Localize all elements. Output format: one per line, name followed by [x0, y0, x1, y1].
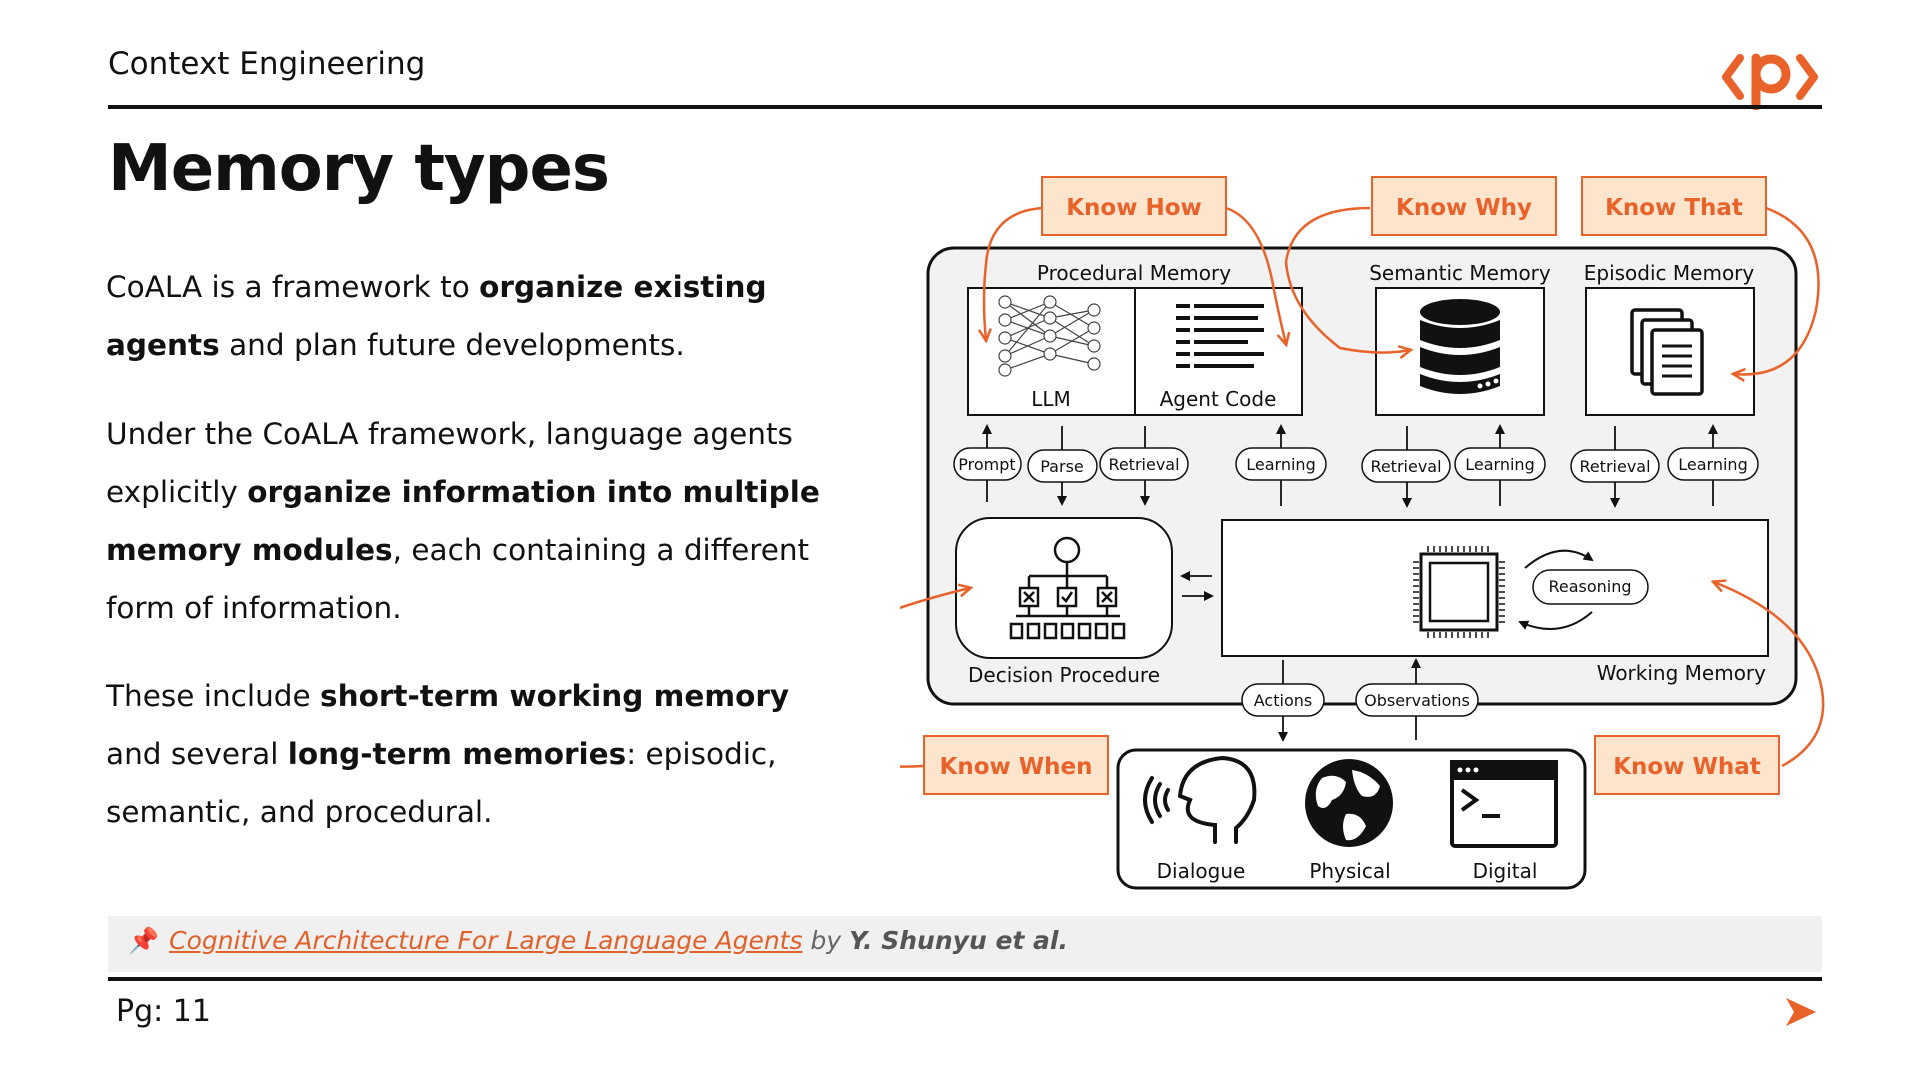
paragraph-coala-intro: CoALA is a framework to organize existin…: [106, 270, 767, 362]
reference-citation: 📌 Cognitive Architecture For Large Langua…: [128, 926, 1068, 956]
reference-by: by: [810, 926, 842, 955]
reasoning-cycle-bottom-icon: [1518, 611, 1593, 631]
svg-text:Learning: Learning: [1465, 455, 1534, 474]
packt-logo-icon[interactable]: [1722, 44, 1818, 110]
terminal-icon: [1450, 760, 1558, 848]
callout-know-how: Know How: [1041, 176, 1227, 236]
svg-text:Observations: Observations: [1364, 691, 1470, 710]
svg-text:Actions: Actions: [1254, 691, 1312, 710]
callout-know-that: Know That: [1581, 176, 1767, 236]
header-title: Context Engineering: [108, 46, 426, 82]
footer-divider: [108, 977, 1822, 981]
paragraph-memory-modules: Under the CoALA framework, language agen…: [106, 417, 820, 625]
svg-text:Parse: Parse: [1040, 457, 1084, 476]
working-memory-box: [1221, 519, 1769, 657]
svg-text:Learning: Learning: [1678, 455, 1747, 474]
reference-authors: Y. Shunyu et al.: [849, 926, 1068, 955]
know-how-arrow-llm: [984, 206, 1043, 340]
coala-diagram: Procedural Memory LLM Agent Code Semanti…: [900, 176, 1825, 890]
know-how-arrow-agent-code: [1225, 206, 1286, 344]
processor-chip-icon: [1413, 546, 1505, 638]
callout-know-why: Know Why: [1371, 176, 1557, 236]
agent-code-box: [1134, 287, 1303, 416]
pill-learning-episodic: Learning: [1667, 447, 1759, 481]
procedural-memory-label: Procedural Memory: [1037, 261, 1231, 285]
globe-icon: [1305, 759, 1393, 847]
svg-text:Retrieval: Retrieval: [1370, 457, 1441, 476]
page-number: Pg: 11: [116, 994, 211, 1029]
reference-link[interactable]: Cognitive Architecture For Large Languag…: [169, 926, 803, 955]
reasoning-pill: Reasoning: [1532, 569, 1649, 605]
reasoning-cycle-top-icon: [1524, 549, 1594, 569]
svg-text:Know That: Know That: [1605, 195, 1743, 221]
code-lines-icon: [1176, 304, 1264, 368]
chevron-right-icon[interactable]: [1782, 992, 1822, 1032]
callout-know-when: Know When: [923, 735, 1109, 795]
svg-text:Know Why: Know Why: [1396, 195, 1532, 221]
pill-parse: Parse: [1027, 449, 1098, 483]
documents-icon: [1630, 308, 1704, 396]
paragraph-memory-kinds: These include short-term working memory …: [106, 679, 790, 829]
know-what-arrow: [1714, 582, 1825, 768]
svg-text:Reasoning: Reasoning: [1548, 577, 1631, 596]
svg-text:Retrieval: Retrieval: [1579, 457, 1650, 476]
header-divider: [108, 105, 1822, 109]
pill-retrieval-procedural: Retrieval: [1099, 447, 1189, 481]
svg-text:Know When: Know When: [940, 754, 1093, 780]
page-title: Memory types: [108, 132, 610, 206]
know-that-arrow: [1734, 206, 1820, 374]
physical-label: Physical: [1309, 859, 1390, 883]
speaking-head-icon: [1143, 755, 1257, 844]
svg-text:Retrieval: Retrieval: [1108, 455, 1179, 474]
pill-learning-semantic: Learning: [1454, 447, 1546, 481]
llm-label: LLM: [1031, 387, 1071, 411]
pushpin-icon: 📌: [128, 926, 160, 955]
neural-network-icon: [998, 295, 1101, 377]
pill-prompt: Prompt: [953, 447, 1022, 481]
pill-observations: Observations: [1355, 683, 1479, 717]
decision-tree-icon: [1009, 536, 1126, 640]
reference-bar: [108, 916, 1822, 972]
svg-text:Know What: Know What: [1613, 754, 1761, 780]
pill-learning-procedural: Learning: [1235, 447, 1327, 481]
pill-retrieval-episodic: Retrieval: [1570, 449, 1660, 483]
agent-code-label: Agent Code: [1160, 387, 1277, 411]
svg-text:Prompt: Prompt: [958, 455, 1015, 474]
decision-procedure-label: Decision Procedure: [968, 663, 1160, 687]
episodic-memory-label: Episodic Memory: [1584, 261, 1755, 285]
svg-text:Know How: Know How: [1066, 195, 1202, 221]
dialogue-label: Dialogue: [1157, 859, 1246, 883]
working-memory-label: Working Memory: [1597, 661, 1766, 685]
semantic-memory-label: Semantic Memory: [1369, 261, 1551, 285]
pill-retrieval-semantic: Retrieval: [1361, 449, 1451, 483]
digital-label: Digital: [1473, 859, 1538, 883]
database-icon: [1420, 299, 1500, 394]
know-why-arrow: [1284, 206, 1410, 353]
pill-actions: Actions: [1241, 683, 1325, 717]
callout-know-what: Know What: [1594, 735, 1780, 795]
svg-text:Learning: Learning: [1246, 455, 1315, 474]
